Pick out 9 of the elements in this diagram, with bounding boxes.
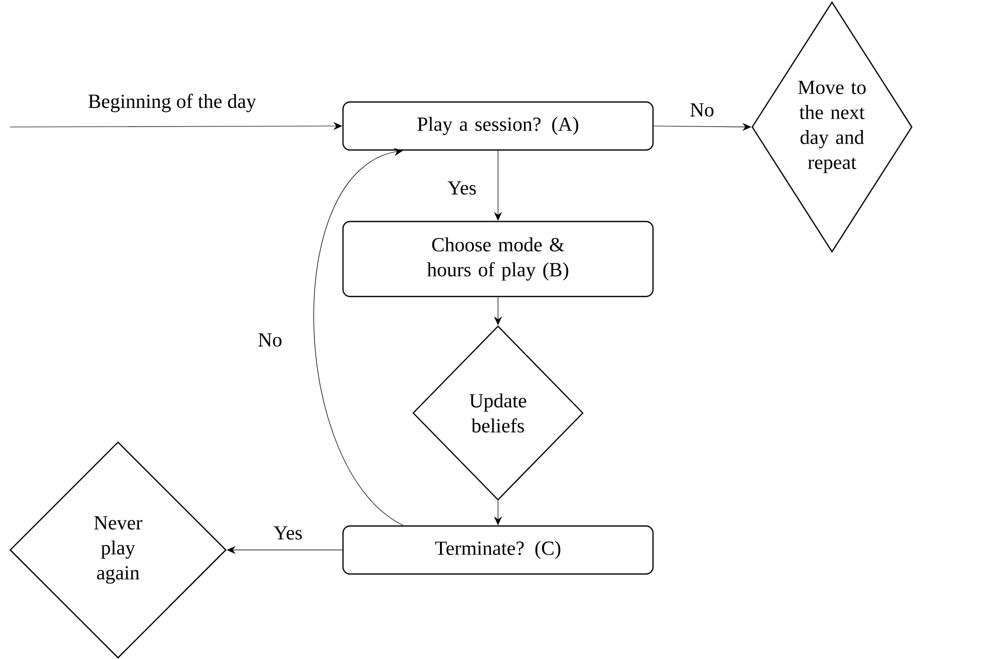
edge-label: Yes: [446, 180, 478, 196]
arrow: [313, 148, 404, 526]
process-box: Choose mode & hours of play (B): [342, 220, 654, 298]
process-box: Terminate? (C): [342, 525, 654, 575]
edge-label: No: [688, 102, 716, 118]
edge-label: Yes: [272, 525, 304, 541]
edge-label: No: [256, 332, 284, 348]
edge-label: Beginning of the day: [86, 92, 258, 114]
process-box: Play a session? (A): [342, 101, 654, 151]
